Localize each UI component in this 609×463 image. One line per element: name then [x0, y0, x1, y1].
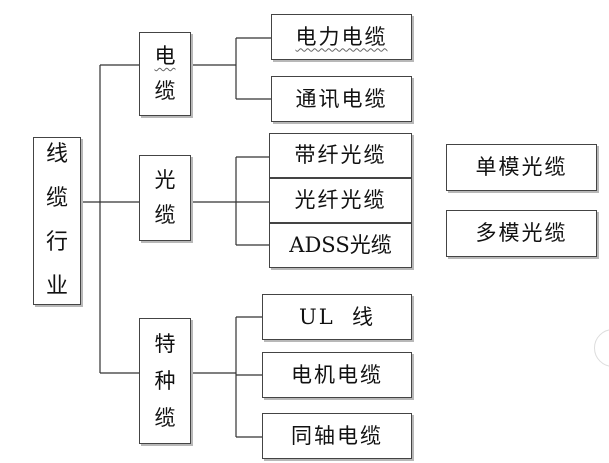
leaf-node: 电机电缆 — [262, 352, 412, 398]
category-char: 缆 — [154, 405, 176, 430]
leaf-node: 光纤光缆 — [269, 178, 412, 223]
leaf-node: 电力电缆 — [271, 14, 412, 60]
category-char: 电 — [154, 44, 176, 68]
root-char: 缆 — [45, 186, 68, 211]
leaf-label: ADSS光缆 — [289, 233, 392, 257]
category-char: 光 — [154, 168, 176, 192]
side-node: 单模光缆 — [446, 144, 597, 191]
category-char: 缆 — [154, 203, 176, 227]
leaf-label: 电机电缆 — [291, 362, 383, 387]
category-char: 种 — [154, 368, 176, 393]
category-char: 缆 — [154, 79, 176, 103]
leaf-node: 通讯电缆 — [271, 76, 412, 122]
leaf-node: 同轴电缆 — [262, 413, 412, 459]
leaf-node: UL 线 — [262, 294, 412, 340]
root-char: 线 — [45, 142, 68, 167]
leaf-label: 电力电缆 — [295, 24, 388, 49]
leaf-label: 同轴电缆 — [291, 423, 383, 448]
side-label: 多模光缆 — [475, 221, 568, 245]
leaf-label: 光纤光缆 — [294, 188, 387, 212]
leaf-node: 带纤光缆 — [269, 133, 412, 178]
category-char: 特 — [154, 331, 176, 356]
leaf-label: 通讯电缆 — [295, 86, 388, 111]
category-node-cable: 电 缆 — [139, 32, 191, 116]
leaf-label: UL 线 — [299, 304, 375, 329]
root-char: 业 — [45, 274, 68, 299]
side-label: 单模光缆 — [475, 155, 568, 179]
category-node-special: 特 种 缆 — [139, 318, 191, 444]
category-node-optical: 光 缆 — [139, 155, 191, 241]
leaf-node: ADSS光缆 — [269, 223, 412, 268]
root-char: 行 — [45, 230, 68, 255]
leaf-label: 带纤光缆 — [294, 143, 387, 167]
root-node: 线 缆 行 业 — [33, 137, 81, 305]
side-node: 多模光缆 — [446, 210, 597, 257]
